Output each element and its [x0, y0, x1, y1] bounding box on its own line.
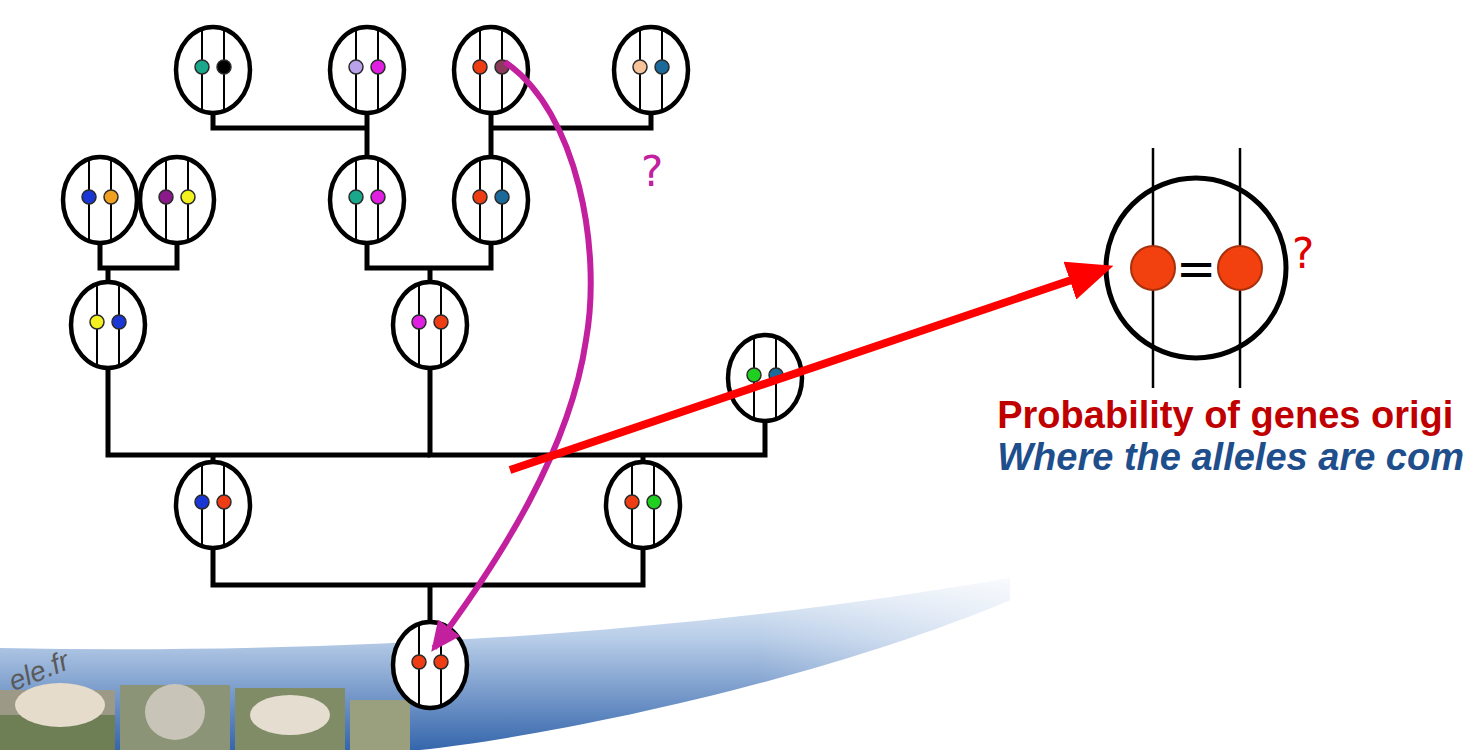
watermark-box: ele.fr: [4, 646, 73, 697]
caption-line: Where the alleles are com: [997, 438, 1464, 478]
question-mark-box: ?: [641, 150, 663, 194]
question-mark-box: ?: [1292, 232, 1314, 276]
equals-sign: =: [1176, 243, 1216, 293]
question-mark: ?: [641, 150, 663, 194]
individuals: [63, 27, 802, 708]
question-mark: ?: [1292, 232, 1314, 276]
caption-line: Probability of genes origi: [997, 396, 1453, 436]
caption-line-box: Where the alleles are com: [997, 438, 1464, 478]
equals-sign-box: =: [1176, 243, 1216, 293]
enlarged-genotype: [1106, 148, 1286, 388]
pedigree-lines: [100, 113, 765, 622]
banner: [0, 578, 1010, 750]
watermark: ele.fr: [4, 646, 73, 697]
caption-line-box: Probability of genes origi: [997, 396, 1453, 436]
descent-arrow: [434, 62, 591, 648]
